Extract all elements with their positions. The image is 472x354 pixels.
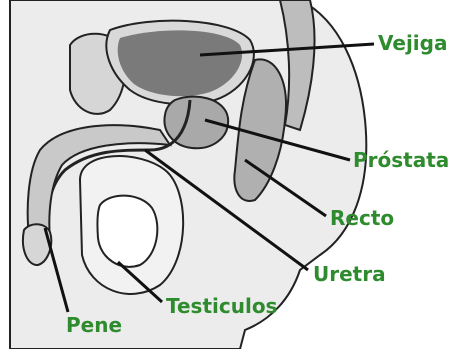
label-recto: Recto [330,208,394,228]
label-prostata: Próstata [353,150,449,170]
label-testiculos: Testiculos [166,296,277,316]
label-pene: Pene [66,315,122,335]
label-uretra: Uretra [313,264,386,284]
testis [97,196,157,267]
label-vejiga: Vejiga [378,33,447,53]
